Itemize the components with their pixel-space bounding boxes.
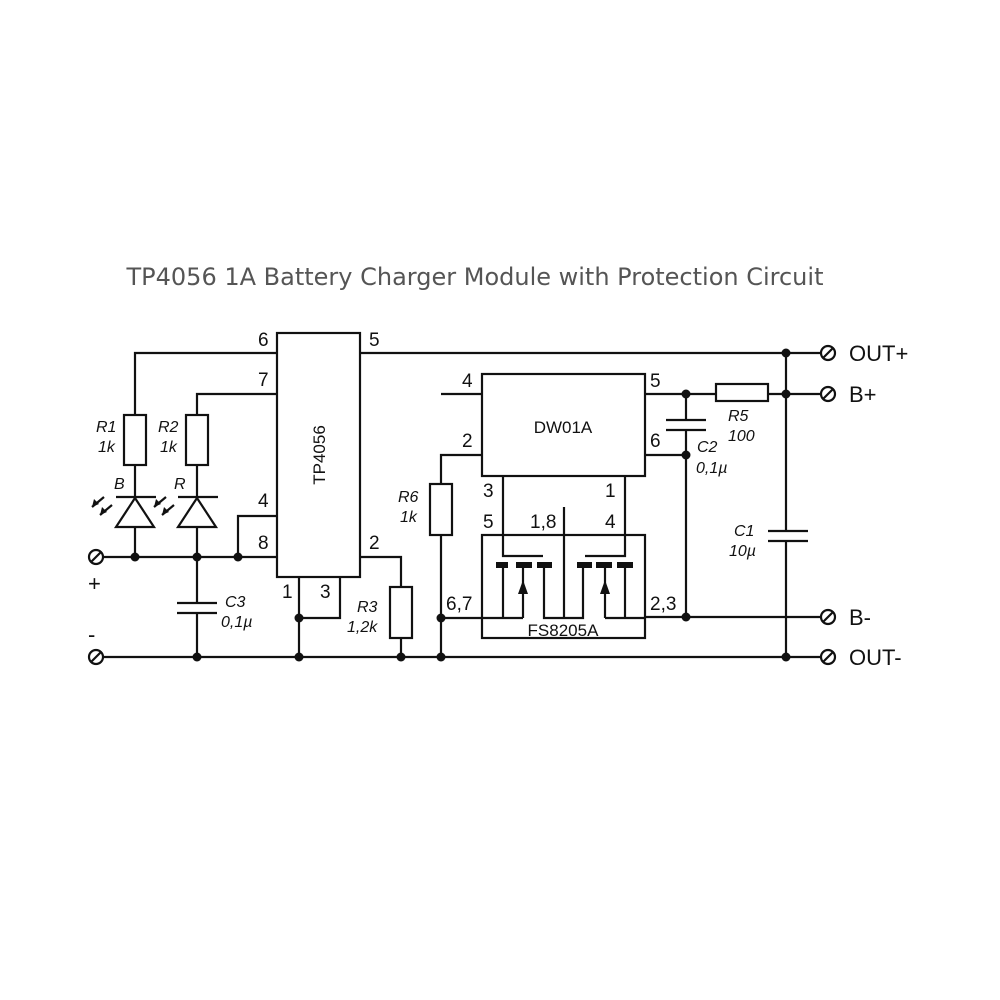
pin-label: 2 xyxy=(369,533,380,554)
r5-ref: R5 xyxy=(728,408,749,425)
pin-label: 6 xyxy=(258,330,269,351)
out-plus-label: OUT+ xyxy=(849,341,908,366)
b-plus-label: B+ xyxy=(849,382,877,407)
r1-ref: R1 xyxy=(96,419,116,436)
arrow-icon xyxy=(600,580,610,594)
tp4056-chip: TP4056 6 7 4 8 5 2 1 3 xyxy=(258,330,380,603)
arrow-icon xyxy=(518,580,528,594)
r2-ref: R2 xyxy=(158,419,179,436)
terminal-out-minus: OUT- xyxy=(819,645,902,670)
terminal-in-plus: + xyxy=(87,548,105,596)
c3-value: 0,1µ xyxy=(221,614,252,631)
r2-value: 1k xyxy=(160,439,178,456)
c2-ref: C2 xyxy=(697,439,718,456)
pin-label: 6 xyxy=(650,431,661,452)
terminal-in-minus: - xyxy=(87,622,105,666)
fs8205a-chip: FS8205A 5 1,8 4 6,7 2,3 xyxy=(441,476,676,640)
c3-ref: C3 xyxy=(225,594,246,611)
in-plus-label: + xyxy=(88,571,101,596)
resistor-r2: R2 1k xyxy=(158,413,210,467)
fs8205a-label: FS8205A xyxy=(528,621,600,640)
pin-label: 5 xyxy=(369,330,380,351)
pin-label: 3 xyxy=(483,481,494,502)
led-blue: B xyxy=(91,476,157,529)
pin-label: 5 xyxy=(483,512,494,533)
capacitor-c3: C3 0,1µ xyxy=(177,594,252,631)
terminal-b-minus: B- xyxy=(819,605,871,630)
resistor-r1: R1 1k xyxy=(96,413,148,467)
r6-value: 1k xyxy=(400,509,418,526)
pin-label: 3 xyxy=(320,582,331,603)
resistor-r5: R5 100 xyxy=(714,382,770,445)
pin-label: 2,3 xyxy=(650,594,676,615)
b-minus-label: B- xyxy=(849,605,871,630)
in-minus-label: - xyxy=(88,622,95,647)
resistor-r6: R6 1k xyxy=(398,482,454,537)
tp4056-label: TP4056 xyxy=(310,425,329,485)
c1-ref: C1 xyxy=(734,523,754,540)
pin-label: 2 xyxy=(462,431,473,452)
out-minus-label: OUT- xyxy=(849,645,902,670)
pin-label: 7 xyxy=(258,370,269,391)
capacitor-c1: C1 10µ xyxy=(729,523,808,560)
r3-value: 1,2k xyxy=(347,619,378,636)
terminal-b-plus: B+ xyxy=(819,382,877,407)
r1-value: 1k xyxy=(98,439,116,456)
pin-label: 4 xyxy=(462,371,473,392)
pin-label: 8 xyxy=(258,533,269,554)
led-red: R xyxy=(153,476,219,529)
c1-value: 10µ xyxy=(729,543,756,560)
r6-ref: R6 xyxy=(398,489,419,506)
pin-label: 1,8 xyxy=(530,512,556,533)
r5-value: 100 xyxy=(728,428,755,445)
pin-label: 1 xyxy=(282,582,293,603)
terminal-out-plus: OUT+ xyxy=(819,341,908,366)
led-b-label: B xyxy=(114,476,125,493)
c2-value: 0,1µ xyxy=(696,460,727,477)
diagram-title: TP4056 1A Battery Charger Module with Pr… xyxy=(126,263,824,291)
capacitor-c2: C2 0,1µ xyxy=(666,418,727,477)
pin-label: 6,7 xyxy=(446,594,472,615)
dw01a-label: DW01A xyxy=(534,418,593,437)
dw01a-chip: DW01A 4 2 5 6 3 1 xyxy=(462,371,661,502)
junction-dots xyxy=(130,348,791,662)
pin-label: 1 xyxy=(605,481,616,502)
led-r-label: R xyxy=(174,476,186,493)
resistor-r3: R3 1,2k xyxy=(347,585,414,640)
wires xyxy=(103,351,820,659)
pin-label: 4 xyxy=(605,512,616,533)
pin-label: 4 xyxy=(258,491,269,512)
r3-ref: R3 xyxy=(357,599,378,616)
pin-label: 5 xyxy=(650,371,661,392)
